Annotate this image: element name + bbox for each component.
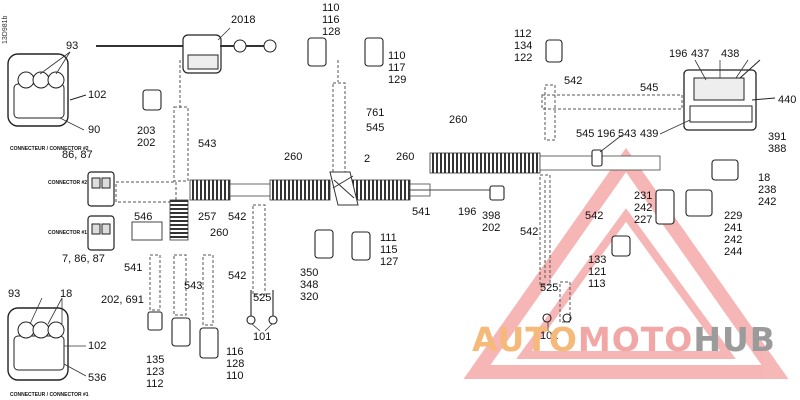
callout-111-115-127: 111 115 127 — [380, 232, 399, 268]
watermark-part-auto: AUTO — [472, 320, 578, 359]
callout-231-242-227: 231 242 227 — [634, 190, 653, 226]
callout-196-a: 196 — [458, 206, 477, 218]
connector-2-block — [7, 53, 87, 127]
callout-542-a: 542 — [228, 211, 247, 223]
callout-439: 439 — [640, 128, 659, 140]
watermark-triangle — [463, 147, 789, 379]
callout-112-134-122: 112 134 122 — [514, 28, 533, 64]
sensor-harness-2018 — [96, 34, 277, 74]
callout-102-b: 102 — [88, 340, 107, 352]
callout-101-b: 101 — [540, 330, 559, 342]
callout-545-b: 545 — [640, 82, 659, 94]
callout-437: 437 — [691, 48, 710, 60]
callout-260-d: 260 — [210, 227, 229, 239]
connector-1-block — [7, 307, 69, 381]
callout-18-238-242: 18 238 242 — [758, 172, 777, 208]
callout-93: 93 — [66, 40, 79, 52]
callout-18-a: 18 — [60, 288, 73, 300]
callout-2018: 2018 — [231, 14, 256, 26]
callout-260-b: 260 — [396, 151, 415, 163]
leader-lines — [29, 27, 749, 377]
callout-546: 546 — [134, 211, 153, 223]
callout-116-128-110: 116 128 110 — [226, 346, 245, 382]
connector-1-caption: CONNECTEUR / CONNECTOR #1 — [10, 392, 89, 398]
watermark-part-moto: MOTO — [577, 320, 694, 359]
side-connector-2-caption: CONNECTOR #2 — [48, 180, 88, 186]
callout-525-b: 525 — [540, 282, 559, 294]
callout-257: 257 — [198, 211, 217, 223]
callout-541-a: 541 — [412, 206, 431, 218]
callout-525-a: 525 — [253, 292, 272, 304]
callout-542-d: 542 — [585, 210, 604, 222]
ring-terminals — [246, 290, 572, 325]
watermark-wordmark: AUTOMOTOHUB — [472, 320, 776, 359]
callout-102: 102 — [88, 89, 107, 101]
callout-203-202: 203 202 — [137, 125, 156, 149]
callout-260-c: 260 — [449, 114, 468, 126]
callout-543-c: 543 — [618, 128, 637, 140]
callout-202-691: 202, 691 — [101, 294, 144, 306]
ecu-connector — [683, 59, 776, 131]
callout-260-a: 260 — [284, 151, 303, 163]
callout-391-388: 391 388 — [768, 131, 787, 155]
callout-543-left: 543 — [198, 138, 217, 150]
callout-135-123-112: 135 123 112 — [146, 354, 165, 390]
callout-7-86-87: 7, 86, 87 — [62, 253, 105, 265]
callout-93-b: 93 — [8, 288, 21, 300]
callout-438: 438 — [721, 48, 740, 60]
callout-545-top: 545 — [366, 122, 385, 134]
callout-350-348-320: 350 348 320 — [300, 267, 319, 303]
callout-2: 2 — [364, 153, 371, 165]
callout-536: 536 — [88, 372, 107, 384]
callout-90: 90 — [88, 124, 101, 136]
callout-761: 761 — [366, 107, 385, 119]
callout-196-c: 196 — [597, 128, 616, 140]
callout-545-c: 545 — [576, 128, 595, 140]
plug-connectors — [142, 37, 739, 359]
callout-542-c: 542 — [564, 75, 583, 87]
callout-541-b: 541 — [124, 262, 143, 274]
callout-101-a: 101 — [253, 331, 272, 343]
callout-110-116-128: 110 116 128 — [322, 2, 341, 38]
callout-229-241-242-244: 229 241 242 244 — [724, 210, 743, 258]
callout-543-b: 543 — [184, 280, 203, 292]
callout-542-b: 542 — [228, 270, 247, 282]
callout-133-121-113: 133 121 113 — [588, 254, 607, 290]
callout-398-202: 398 202 — [482, 210, 501, 234]
watermark-part-hub: HUB — [693, 320, 776, 359]
callout-440: 440 — [778, 94, 797, 106]
side-connector-1-caption: CONNECTOR #1 — [48, 230, 88, 236]
connector-2-caption: CONNECTEUR / CONNECTOR #2 — [10, 146, 89, 152]
callout-110-117-129: 110 117 129 — [388, 50, 407, 86]
doc-code: 13D981b — [2, 15, 9, 44]
callout-86-87: 86, 87 — [62, 149, 93, 161]
callout-542-e: 542 — [520, 226, 539, 238]
side-connectors — [87, 171, 163, 251]
callout-196-b: 196 — [669, 48, 688, 60]
